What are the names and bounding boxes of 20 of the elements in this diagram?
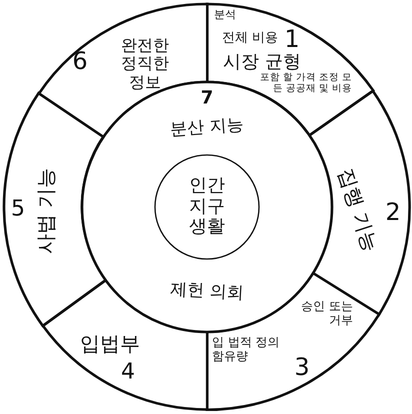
- sector-label: 포함 할 가격 조정 모든 공공재 및 비용: [258, 73, 352, 95]
- sector-number: 3: [294, 354, 310, 382]
- ring-label: 제헌 의회: [170, 280, 244, 304]
- sector-number: 1: [284, 26, 300, 54]
- sector-label: 입법부: [80, 332, 140, 356]
- sector-number: 6: [72, 48, 88, 76]
- sector-label: 집행 기능: [334, 165, 382, 255]
- sector-number: 4: [120, 359, 135, 385]
- sector-label: 완전한 정직한 정보: [120, 36, 170, 92]
- sector-number: 2: [385, 199, 401, 227]
- ring-number: 7: [200, 88, 214, 110]
- sector-label: 승인 또는 거부: [300, 300, 353, 328]
- sector-label: 입 법적 정의 함유량: [212, 336, 281, 364]
- sector-label: 사법 기능: [34, 168, 58, 254]
- sector-label: 분석: [214, 9, 236, 22]
- sector-label: 시장 균형: [223, 52, 301, 73]
- sector-label: 전체 비용: [222, 32, 278, 46]
- center-label: 인간 지구 생활: [188, 176, 226, 238]
- ring-label: 분산 지능: [170, 116, 244, 140]
- sector-number: 5: [11, 196, 25, 222]
